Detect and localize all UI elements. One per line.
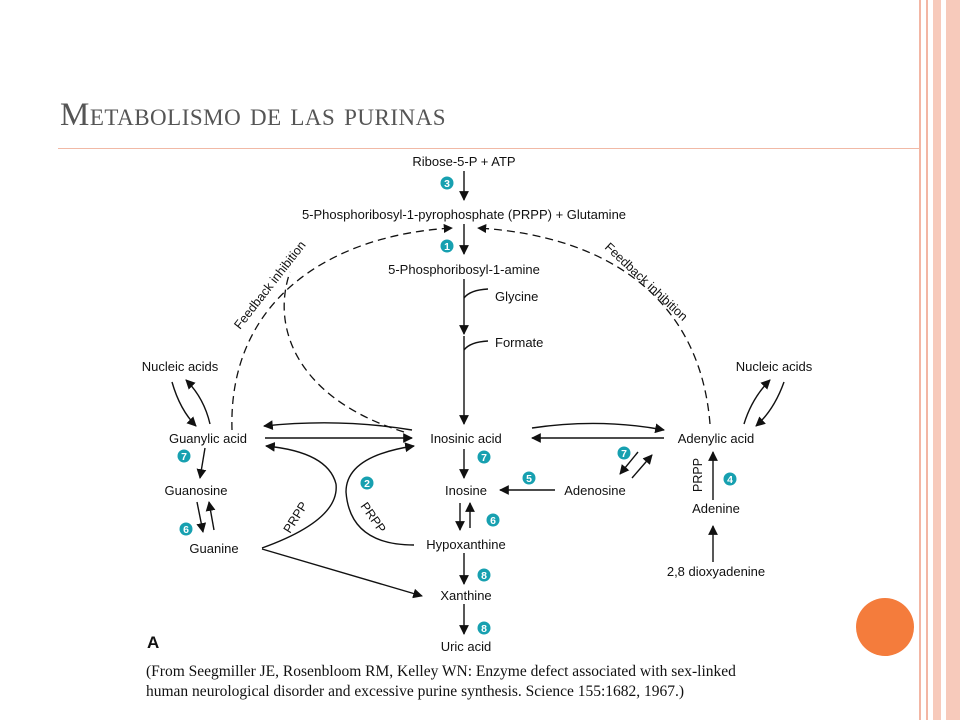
svg-text:6: 6 bbox=[183, 524, 189, 536]
citation: (From Seegmiller JE, Rosenbloom RM, Kell… bbox=[146, 662, 846, 702]
arrow-nucleic-to-adenylic bbox=[755, 381, 785, 427]
arrow-adenylic-to-nucleic bbox=[743, 379, 771, 425]
arrow-guanine-salvage bbox=[261, 441, 337, 549]
citation-line: human neurological disorder and excessiv… bbox=[146, 683, 685, 700]
arrow-guanylic-to-guanosine bbox=[196, 447, 207, 479]
node-labels: Ribose-5-P + ATP 5-Phosphoribosyl-1-pyro… bbox=[142, 154, 813, 654]
arrow-hypoxanthine-salvage bbox=[345, 442, 415, 546]
node-guanylic-acid: Guanylic acid bbox=[169, 431, 247, 446]
frame-line bbox=[919, 0, 921, 720]
node-guanosine: Guanosine bbox=[165, 483, 228, 498]
svg-text:7: 7 bbox=[181, 451, 187, 463]
title-underline bbox=[58, 148, 920, 149]
enzyme-badge: 7 bbox=[617, 446, 631, 460]
pathway-arrows bbox=[171, 171, 785, 635]
node-nucleic-acids-right: Nucleic acids bbox=[736, 359, 813, 374]
feedback-dash-from-inosinic bbox=[283, 271, 405, 433]
node-phosphoribosylamine: 5-Phosphoribosyl-1-amine bbox=[388, 262, 540, 277]
formate-entry bbox=[463, 340, 489, 351]
enzyme-badge: 4 bbox=[723, 472, 737, 486]
node-hypoxanthine: Hypoxanthine bbox=[426, 537, 506, 552]
node-inosine: Inosine bbox=[445, 483, 487, 498]
node-nucleic-acids-left: Nucleic acids bbox=[142, 359, 219, 374]
arrow-nucleic-to-guanylic bbox=[171, 381, 197, 427]
slide-title: Metabolismo de las purinas bbox=[60, 97, 446, 133]
arrow-guanylic-to-nucleic bbox=[185, 379, 211, 425]
svg-text:5: 5 bbox=[526, 473, 532, 485]
enzyme-badge: 1 bbox=[440, 239, 454, 253]
arrow-adenosine-to-adenylic bbox=[631, 454, 653, 479]
label-prpp-adenine: PRPP bbox=[691, 458, 705, 492]
node-prpp: 5-Phosphoribosyl-1-pyrophosphate (PRPP) … bbox=[302, 207, 626, 222]
svg-text:8: 8 bbox=[481, 570, 487, 582]
enzyme-badge: 2 bbox=[360, 476, 374, 490]
enzyme-badge: 7 bbox=[177, 449, 191, 463]
feedback-arrow-left bbox=[231, 223, 453, 431]
arrow-adenylic-to-adenosine bbox=[619, 451, 639, 475]
enzyme-badge: 5 bbox=[522, 471, 536, 485]
node-adenine: Adenine bbox=[692, 501, 740, 516]
arrow-guanosine-to-guanine bbox=[196, 501, 207, 533]
arrow-inosinic-to-guanylic bbox=[263, 420, 413, 431]
frame-band bbox=[946, 0, 960, 720]
arrow-guanine-to-guanosine bbox=[205, 501, 216, 531]
enzyme-badge: 7 bbox=[477, 450, 491, 464]
node-xanthine: Xanthine bbox=[440, 588, 491, 603]
enzyme-badge: 8 bbox=[477, 621, 491, 635]
frame-band bbox=[933, 0, 941, 720]
label-feedback-left: Feedback inhibition bbox=[231, 238, 308, 332]
svg-text:7: 7 bbox=[481, 452, 487, 464]
glycine-entry bbox=[463, 288, 489, 299]
svg-text:6: 6 bbox=[490, 515, 496, 527]
label-feedback-right: Feedback inhibition bbox=[602, 240, 690, 324]
node-ribose: Ribose-5-P + ATP bbox=[412, 154, 515, 169]
svg-text:8: 8 bbox=[481, 623, 487, 635]
svg-text:3: 3 bbox=[444, 178, 450, 190]
enzyme-badge: 6 bbox=[486, 513, 500, 527]
node-guanine: Guanine bbox=[189, 541, 238, 556]
enzyme-badge: 6 bbox=[179, 522, 193, 536]
feedback-inhibition-arrows bbox=[231, 223, 711, 433]
enzyme-badge: 8 bbox=[477, 568, 491, 582]
arrow-inosinic-to-adenylic bbox=[531, 422, 665, 434]
panel-label: A bbox=[147, 633, 159, 652]
node-uric-acid: Uric acid bbox=[441, 639, 492, 654]
citation-line: (From Seegmiller JE, Rosenbloom RM, Kell… bbox=[146, 663, 736, 680]
svg-text:1: 1 bbox=[444, 241, 450, 253]
feedback-arrow-right bbox=[477, 223, 711, 425]
node-formate: Formate bbox=[495, 335, 543, 350]
enzyme-badge: 3 bbox=[440, 176, 454, 190]
svg-text:4: 4 bbox=[727, 474, 733, 486]
label-prpp-guanine: PRPP bbox=[281, 499, 311, 535]
node-adenylic-acid: Adenylic acid bbox=[678, 431, 755, 446]
svg-text:7: 7 bbox=[621, 448, 627, 460]
enzyme-badges: 3 1 7 2 7 5 7 4 6 6 8 8 bbox=[177, 176, 737, 635]
decorative-circle bbox=[856, 598, 914, 656]
svg-text:2: 2 bbox=[364, 478, 370, 490]
arrow-guanine-to-xanthine bbox=[261, 548, 423, 599]
node-glycine: Glycine bbox=[495, 289, 538, 304]
frame-line bbox=[926, 0, 928, 720]
node-inosinic-acid: Inosinic acid bbox=[430, 431, 502, 446]
node-adenosine: Adenosine bbox=[564, 483, 625, 498]
node-dioxyadenine: 2,8 dioxyadenine bbox=[667, 564, 765, 579]
